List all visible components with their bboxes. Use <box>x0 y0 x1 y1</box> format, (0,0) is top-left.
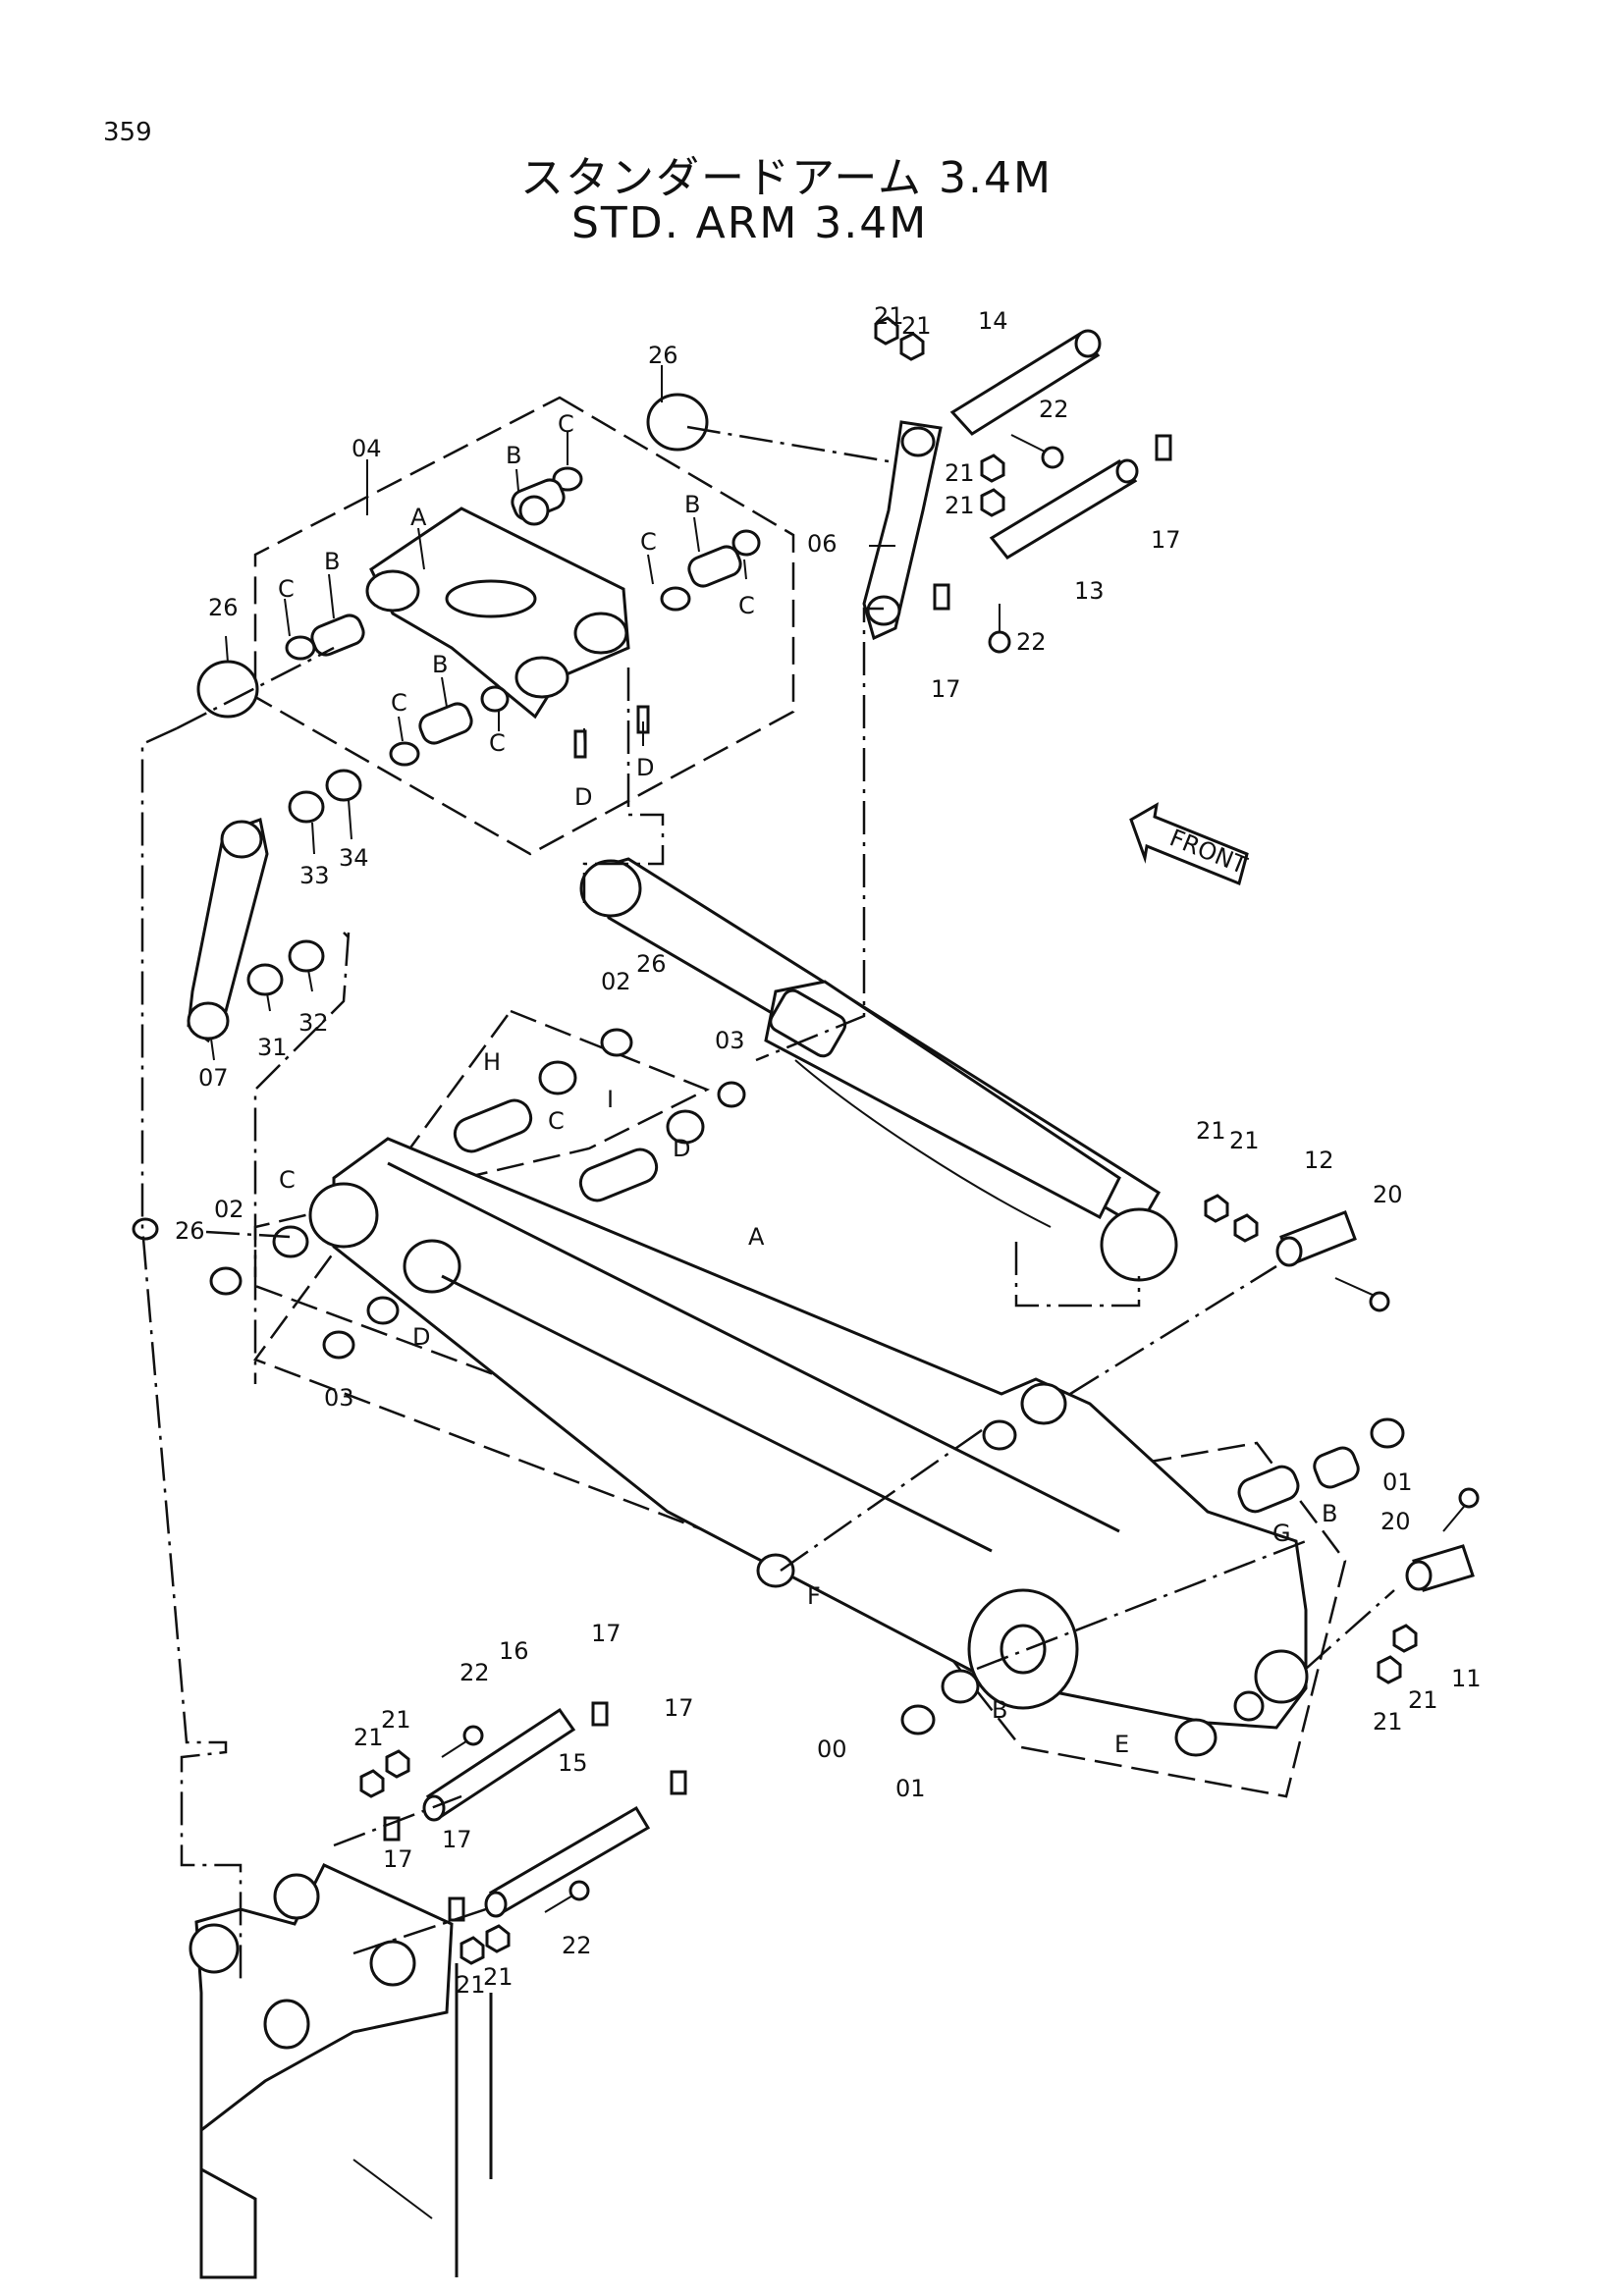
callout-e: E <box>1114 1731 1129 1758</box>
title-english: STD. ARM 3.4M <box>571 198 929 248</box>
callout-17: 17 <box>591 1620 622 1647</box>
callout-04: 04 <box>352 435 382 462</box>
link-a <box>365 507 630 720</box>
callout-21: 21 <box>353 1724 384 1751</box>
callout-b: B <box>432 651 448 678</box>
page-number: 359 <box>103 118 152 147</box>
bucket-cylinder <box>579 857 1178 1282</box>
callout-21: 21 <box>874 302 904 330</box>
callout-22: 22 <box>1016 628 1047 656</box>
callout-c: C <box>391 689 407 717</box>
callout-c: C <box>558 410 574 438</box>
callout-21: 21 <box>1229 1127 1260 1154</box>
title-japanese: スタンダードアーム 3.4M <box>520 153 1053 203</box>
callout-16: 16 <box>499 1637 529 1665</box>
callout-22: 22 <box>562 1932 592 1959</box>
callout-i: I <box>607 1086 614 1113</box>
callout-15: 15 <box>558 1749 588 1777</box>
pins-upper-right <box>874 316 1172 654</box>
callout-d: D <box>673 1135 690 1162</box>
callout-01: 01 <box>895 1775 926 1802</box>
callout-d: D <box>636 754 654 781</box>
callout-17: 17 <box>442 1826 472 1853</box>
callout-26: 26 <box>648 342 678 369</box>
side-link-07 <box>187 769 362 1043</box>
callout-c: C <box>738 592 755 619</box>
callout-21: 21 <box>1196 1117 1226 1145</box>
callout-26: 26 <box>636 950 667 978</box>
callout-00: 00 <box>817 1735 847 1763</box>
arm-a <box>308 1137 1309 1730</box>
callout-h: H <box>483 1048 501 1076</box>
front-direction-arrow: FRONT <box>1129 802 1251 886</box>
callout-21: 21 <box>945 459 975 487</box>
upper-bushings <box>196 393 761 767</box>
leader-lines <box>210 365 895 1061</box>
callout-17: 17 <box>383 1845 413 1873</box>
callout-02: 02 <box>214 1196 244 1223</box>
callout-17: 17 <box>1151 526 1181 554</box>
callout-g: G <box>1272 1520 1291 1547</box>
callout-17: 17 <box>664 1694 694 1722</box>
callout-26: 26 <box>208 594 239 621</box>
callout-33: 33 <box>299 862 330 889</box>
callout-c: C <box>278 575 295 603</box>
callout-03: 03 <box>324 1384 354 1412</box>
callout-21: 21 <box>901 312 932 340</box>
callout-b: B <box>1322 1500 1337 1527</box>
callout-12: 12 <box>1304 1147 1334 1174</box>
callout-03: 03 <box>715 1027 745 1054</box>
boom-end <box>189 1863 493 2279</box>
callout-26: 26 <box>175 1217 205 1245</box>
callout-31: 31 <box>257 1034 288 1061</box>
callout-a: A <box>748 1223 765 1251</box>
callout-c: C <box>279 1166 296 1194</box>
callout-c: C <box>640 528 657 556</box>
callout-c: C <box>489 729 506 757</box>
callout-21: 21 <box>1373 1708 1403 1735</box>
callout-17: 17 <box>931 675 961 703</box>
callout-f: F <box>807 1582 821 1610</box>
callout-32: 32 <box>298 1009 329 1037</box>
callout-21: 21 <box>456 1971 486 1999</box>
callout-d: D <box>574 783 592 811</box>
callout-14: 14 <box>978 307 1008 335</box>
callout-d: D <box>412 1323 430 1351</box>
callout-labels: 26 04 A B C C B C 26 B C C B C D D 33 34… <box>175 302 1482 1999</box>
callout-02: 02 <box>601 968 631 995</box>
callout-a: A <box>410 504 427 531</box>
callout-b: B <box>992 1696 1007 1724</box>
callout-c: C <box>548 1107 565 1135</box>
callout-21: 21 <box>483 1963 514 1991</box>
callout-b: B <box>324 548 340 575</box>
callout-11: 11 <box>1451 1665 1482 1692</box>
callout-34: 34 <box>339 844 369 872</box>
callout-07: 07 <box>198 1064 229 1092</box>
callout-20: 20 <box>1380 1508 1411 1535</box>
callout-b: B <box>684 491 700 518</box>
callout-b: B <box>506 442 521 469</box>
callout-21: 21 <box>1408 1686 1438 1714</box>
callout-21: 21 <box>381 1706 411 1734</box>
link-06 <box>862 420 943 641</box>
callout-21: 21 <box>945 492 975 519</box>
callout-22: 22 <box>1039 396 1069 423</box>
pins-arm-right <box>1204 1194 1480 1684</box>
callout-13: 13 <box>1074 577 1105 605</box>
arm-bushings <box>132 1028 1405 1757</box>
connection-lines <box>140 425 1395 1983</box>
group-outline-04 <box>253 396 795 856</box>
callout-22: 22 <box>460 1659 490 1686</box>
callout-01: 01 <box>1382 1468 1413 1496</box>
callout-06: 06 <box>807 530 838 558</box>
callout-20: 20 <box>1373 1181 1403 1208</box>
